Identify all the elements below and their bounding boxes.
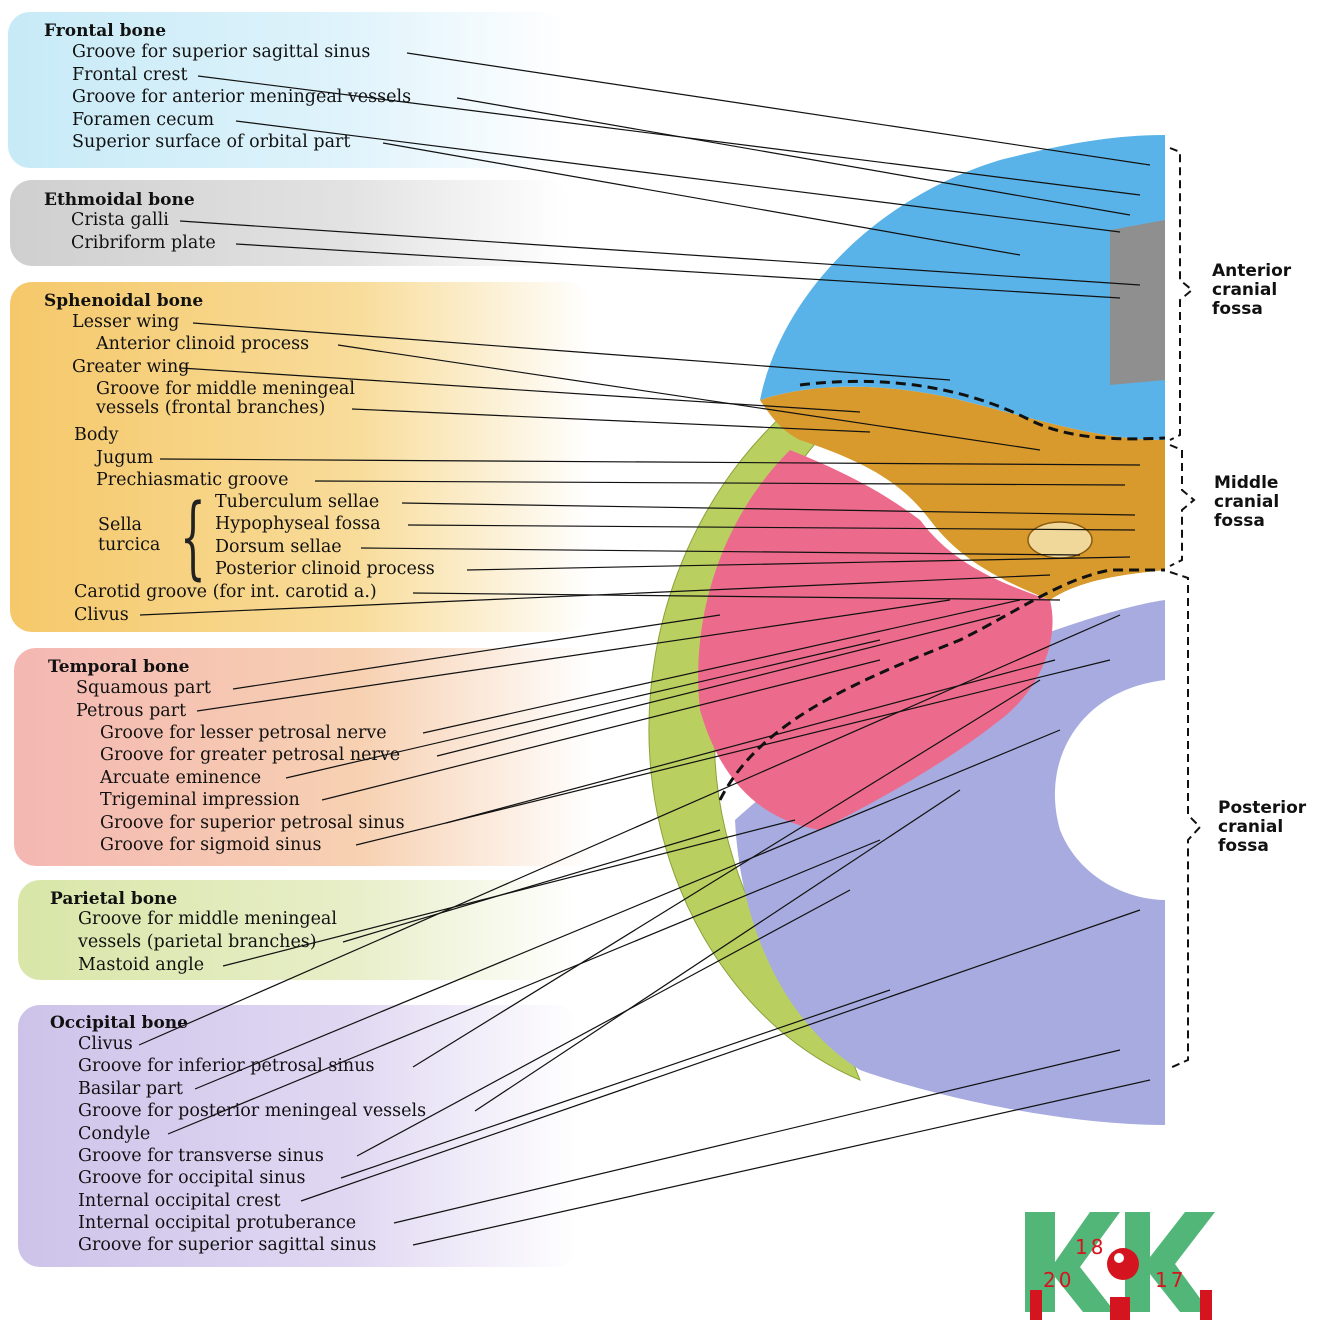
middle-cranial-fossa-label: Middle cranial fossa (1214, 474, 1279, 531)
kk-logo: 18 20 17 (1025, 1212, 1215, 1320)
label-basilar-part: Basilar part (78, 1079, 183, 1099)
label-mastoid-angle: Mastoid angle (78, 955, 205, 975)
logo-left-k (1025, 1212, 1120, 1312)
anterior-middle-boundary (799, 379, 1166, 441)
label-tuberculum-sellae: Tuberculum sellae (215, 492, 380, 512)
ethmoid-region (1110, 220, 1165, 385)
label-hypophyseal-fossa: Hypophyseal fossa (215, 514, 381, 534)
label-lesser-wing: Lesser wing (72, 312, 180, 332)
label-foramen-cecum: Foramen cecum (72, 110, 215, 130)
label-posterior-meningeal: Groove for posterior meningeal vessels (78, 1101, 427, 1121)
label-occipital-sinus: Groove for occipital sinus (78, 1168, 306, 1188)
sphenoidal-panel (10, 282, 590, 632)
ethmoidal-panel (10, 180, 570, 266)
fossa-posterior-line1: Posterior (1218, 798, 1307, 818)
fossa-middle-line1: Middle (1214, 473, 1279, 493)
label-squamous-part: Squamous part (76, 678, 211, 698)
logo-num-right: 17 (1155, 1268, 1186, 1292)
fossa-anterior-line1: Anterior (1212, 261, 1292, 281)
temporal-panel (14, 648, 594, 866)
parietal-bone-title: Parietal bone (50, 889, 178, 909)
logo-red-bar-right (1200, 1290, 1212, 1320)
ethmoidal-bone-title: Ethmoidal bone (44, 190, 195, 210)
fossa-posterior-line2: cranial (1218, 817, 1284, 837)
fossa-posterior-line3: fossa (1218, 836, 1269, 856)
middle-fossa-bracket (1169, 444, 1196, 567)
label-cribriform-plate: Cribriform plate (71, 233, 216, 253)
label-clivus-sphenoid: Clivus (74, 605, 129, 625)
label-frontal-crest: Frontal crest (72, 65, 188, 85)
posterior-cranial-fossa-label: Posterior cranial fossa (1218, 799, 1306, 856)
frontal-panel (8, 12, 568, 168)
label-arcuate-eminence: Arcuate eminence (100, 768, 262, 788)
label-crista-galli: Crista galli (71, 210, 169, 230)
occipital-panel (18, 1005, 578, 1267)
logo-right-k (1125, 1212, 1215, 1312)
logo-num-left: 20 (1043, 1268, 1074, 1292)
label-groove-anterior-meningeal: Groove for anterior meningeal vessels (72, 87, 412, 107)
fossa-middle-line3: fossa (1214, 511, 1265, 531)
fossa-anterior-line2: cranial (1212, 280, 1278, 300)
logo-num-top: 18 (1075, 1235, 1106, 1259)
temporal-bone-title: Temporal bone (48, 657, 190, 677)
leader-lines (138, 52, 1151, 1246)
label-internal-occipital-crest: Internal occipital crest (78, 1191, 281, 1211)
hypophyseal-fossa (1027, 521, 1093, 559)
label-orbital-part: Superior surface of orbital part (72, 132, 351, 152)
label-sigmoid-sinus: Groove for sigmoid sinus (100, 835, 322, 855)
label-internal-occipital-protuberance: Internal occipital protuberance (78, 1213, 357, 1233)
label-middle-meningeal-parietal-1: Groove for middle meningeal (78, 909, 337, 929)
logo-red-bar-left (1030, 1290, 1042, 1320)
label-transverse-sinus: Groove for transverse sinus (78, 1146, 324, 1166)
label-superior-sagittal-occipital: Groove for superior sagittal sinus (78, 1235, 377, 1255)
temporal-region (698, 450, 1053, 830)
occipital-bone-title: Occipital bone (50, 1013, 188, 1033)
sella-turcica-line1: Sella (98, 515, 142, 535)
frontal-region (760, 135, 1165, 440)
fossa-anterior-line3: fossa (1212, 299, 1263, 319)
label-petrous-part: Petrous part (76, 701, 187, 721)
sphenoidal-bone-title: Sphenoidal bone (44, 291, 204, 311)
logo-red-dot (1107, 1248, 1139, 1280)
anterior-cranial-fossa-label: Anterior cranial fossa (1212, 262, 1291, 319)
label-superior-petrosal: Groove for superior petrosal sinus (100, 813, 405, 833)
label-anterior-clinoid: Anterior clinoid process (96, 334, 310, 354)
anterior-fossa-bracket (1169, 147, 1194, 441)
label-prechiasmatic-groove: Prechiasmatic groove (96, 470, 289, 490)
label-posterior-clinoid: Posterior clinoid process (215, 559, 435, 579)
label-condyle: Condyle (78, 1124, 151, 1144)
label-dorsum-sellae: Dorsum sellae (215, 537, 342, 557)
parietal-panel (18, 880, 578, 980)
fossa-middle-line2: cranial (1214, 492, 1280, 512)
foramen-magnum (1054, 680, 1165, 900)
sella-turcica-line2: turcica (98, 535, 161, 555)
label-body: Body (74, 425, 119, 445)
label-trigeminal-impression: Trigeminal impression (100, 790, 300, 810)
middle-posterior-boundary (718, 568, 1165, 801)
label-jugum: Jugum (96, 448, 154, 468)
label-clivus-occipital: Clivus (78, 1034, 133, 1054)
frontal-bone-title: Frontal bone (44, 21, 167, 41)
label-inferior-petrosal: Groove for inferior petrosal sinus (78, 1056, 375, 1076)
label-lesser-petrosal: Groove for lesser petrosal nerve (100, 723, 387, 743)
label-middle-meningeal-frontal-1: Groove for middle meningeal (96, 379, 355, 399)
label-greater-petrosal: Groove for greater petrosal nerve (100, 745, 401, 765)
label-greater-wing: Greater wing (72, 357, 190, 377)
label-middle-meningeal-parietal-2: vessels (parietal branches) (78, 932, 317, 952)
sella-turcica-brace: { (180, 485, 206, 590)
posterior-fossa-bracket (1169, 571, 1202, 1069)
label-carotid-groove: Carotid groove (for int. carotid a.) (74, 582, 377, 602)
sella-turcica-label: Sella turcica (98, 515, 160, 555)
label-groove-superior-sagittal-sinus-frontal: Groove for superior sagittal sinus (72, 42, 371, 62)
label-middle-meningeal-frontal-2: vessels (frontal branches) (96, 398, 326, 418)
logo-red-bar-mid (1110, 1297, 1130, 1320)
